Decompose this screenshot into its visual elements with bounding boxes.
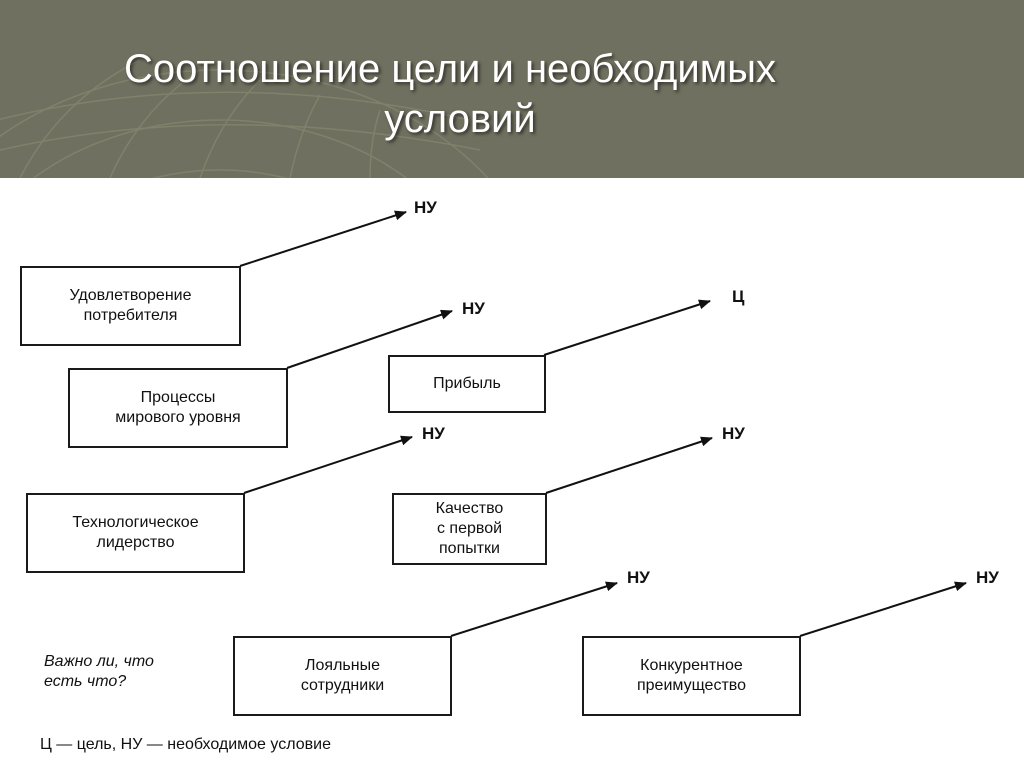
slide-title: Соотношение цели и необходимых условий bbox=[0, 44, 900, 144]
box-competitive-advantage: Конкурентное преимущество bbox=[582, 636, 801, 716]
label-processes-target: НУ bbox=[462, 299, 485, 318]
box-customer-satisfaction: Удовлетворение потребителя bbox=[20, 266, 241, 346]
label-employees-target: НУ bbox=[627, 568, 650, 587]
box-advantage-label: Конкурентное преимущество bbox=[636, 657, 746, 694]
box-employees-label: Лояльные сотрудники bbox=[300, 657, 385, 694]
connector-arrows bbox=[239, 210, 967, 637]
arrow-technology bbox=[243, 435, 413, 494]
box-processes-label: Процессы мирового уровня bbox=[115, 389, 241, 426]
box-technology-leadership: Технологическое лидерство bbox=[26, 493, 245, 573]
question-note: Важно ли, что есть что? bbox=[44, 653, 154, 690]
legend-text: Ц — цель, НУ — необходимое условие bbox=[40, 736, 331, 753]
box-first-time-quality: Качество с первой попытки bbox=[392, 493, 547, 565]
arrow-customer bbox=[239, 210, 407, 267]
globe-grid-decoration bbox=[0, 59, 489, 178]
title-line-2: условий bbox=[384, 97, 536, 141]
box-technology-label: Технологическое лидерство bbox=[72, 514, 199, 551]
box-profit-label: Прибыль bbox=[433, 375, 501, 392]
box-loyal-employees: Лояльные сотрудники bbox=[233, 636, 452, 716]
slide-header: Соотношение цели и необходимых условий bbox=[0, 0, 1024, 178]
label-customer-target: НУ bbox=[414, 198, 437, 217]
arrow-profit bbox=[543, 299, 711, 356]
arrow-employees bbox=[450, 581, 618, 637]
label-quality-target: НУ bbox=[722, 424, 745, 443]
goal-conditions-diagram: Удовлетворение потребителя НУ Процессы м… bbox=[0, 178, 1024, 767]
arrow-quality bbox=[545, 436, 713, 494]
arrow-advantage bbox=[799, 581, 967, 637]
box-quality-label: Качество с первой попытки bbox=[435, 500, 504, 557]
label-profit-target: Ц bbox=[732, 287, 745, 306]
arrow-processes bbox=[286, 309, 453, 369]
box-world-class-processes: Процессы мирового уровня bbox=[68, 368, 288, 448]
label-technology-target: НУ bbox=[422, 424, 445, 443]
title-line-1: Соотношение цели и необходимых bbox=[124, 47, 776, 91]
box-customer-label: Удовлетворение потребителя bbox=[69, 287, 192, 324]
label-advantage-target: НУ bbox=[976, 568, 999, 587]
box-profit: Прибыль bbox=[388, 355, 546, 413]
